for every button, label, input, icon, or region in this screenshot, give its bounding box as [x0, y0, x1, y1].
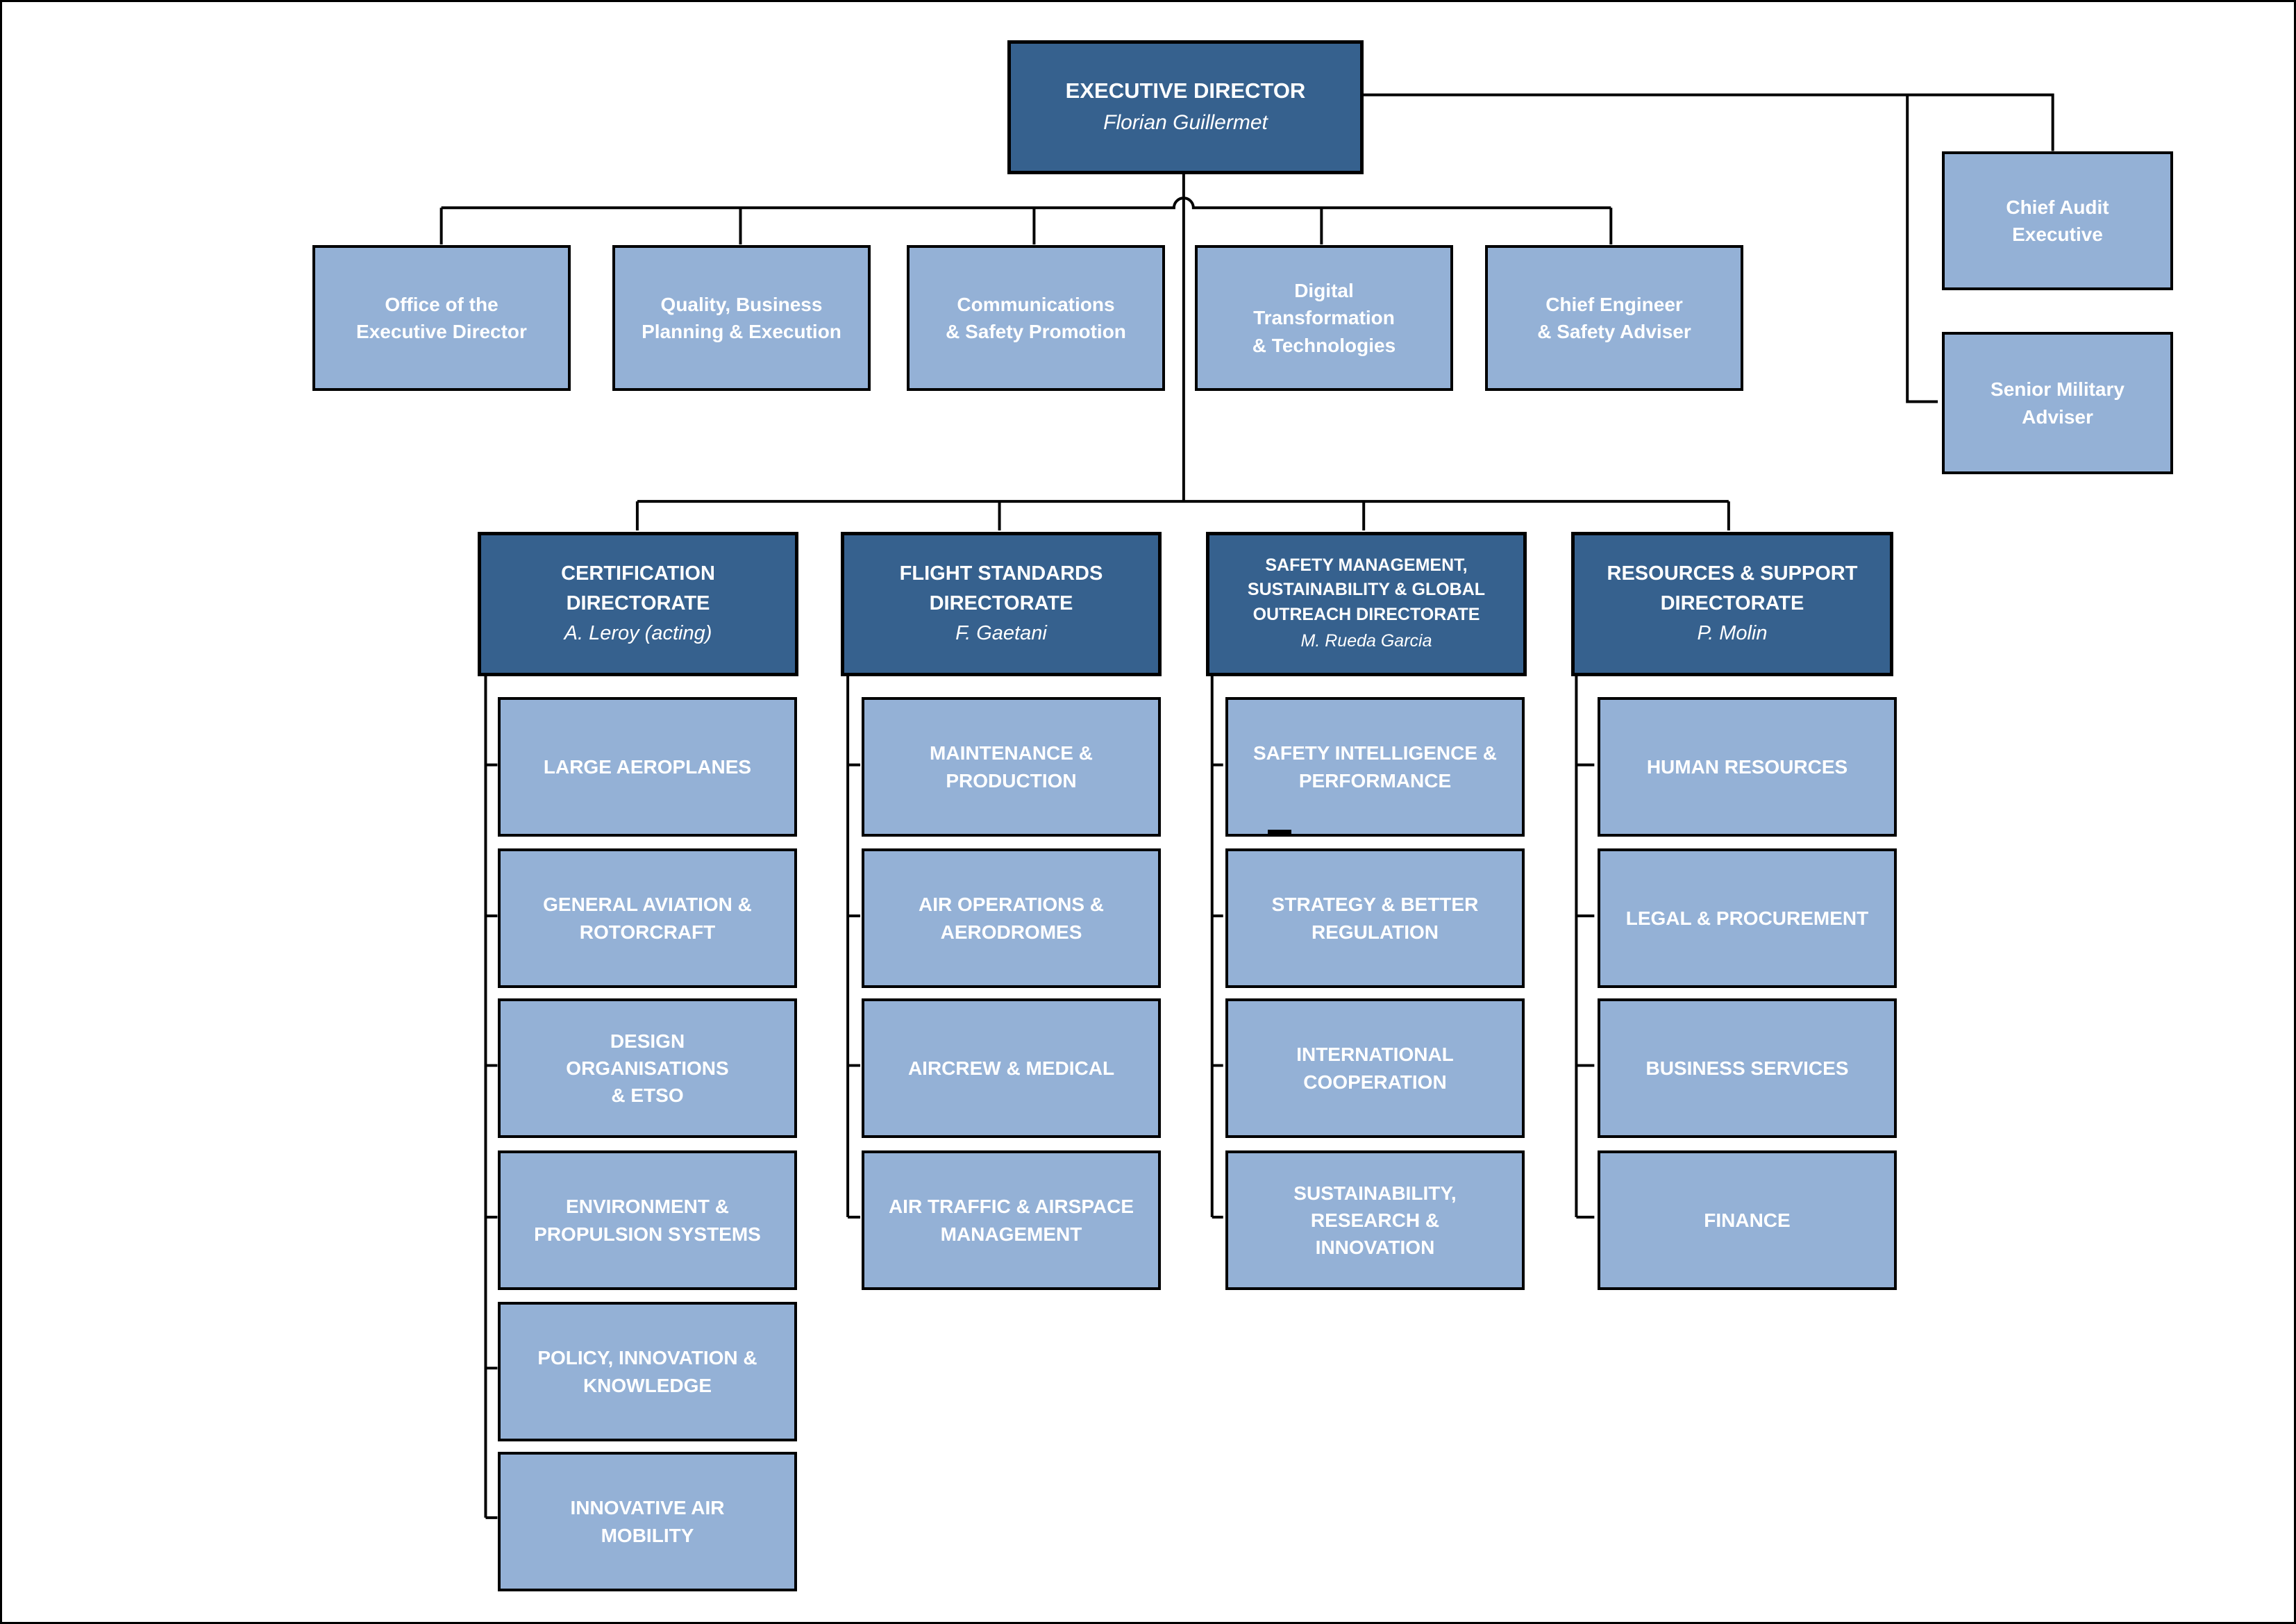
node-digital-transformation-technologies: Digital Transformation & Technologies — [1195, 245, 1453, 391]
node-unit-resources-support-directorate-2: BUSINESS SERVICES — [1598, 998, 1897, 1138]
node-unit-safety-management-sustainability-global-outreach-directorate-1: STRATEGY & BETTER REGULATION — [1225, 848, 1525, 988]
node-senior-military-adviser: Senior Military Adviser — [1942, 332, 2173, 474]
node-unit-certification-directorate-2: DESIGN ORGANISATIONS & ETSO — [498, 998, 797, 1138]
node-quality-business-planning-execution: Quality, Business Planning & Execution — [612, 245, 871, 391]
node-unit-certification-directorate-0: LARGE AEROPLANES — [498, 697, 797, 837]
node-unit-certification-directorate-5: INNOVATIVE AIR MOBILITY — [498, 1452, 797, 1591]
node-unit-flight-standards-directorate-0: MAINTENANCE & PRODUCTION — [862, 697, 1161, 837]
stray-mark — [1268, 830, 1291, 836]
node-safety-management-sustainability-global-outreach-directorate: SAFETY MANAGEMENT, SUSTAINABILITY & GLOB… — [1206, 532, 1527, 676]
node-unit-safety-management-sustainability-global-outreach-directorate-2: INTERNATIONAL COOPERATION — [1225, 998, 1525, 1138]
node-certification-directorate-head-name: A. Leroy (acting) — [564, 621, 712, 644]
node-chief-audit-executive: Chief Audit Executive — [1942, 151, 2173, 290]
node-flight-standards-directorate: FLIGHT STANDARDS DIRECTORATE F. Gaetani — [841, 532, 1162, 676]
node-safety-management-sustainability-global-outreach-directorate-head-name: M. Rueda Garcia — [1300, 631, 1432, 651]
node-resources-support-directorate-head-name: P. Molin — [1697, 621, 1768, 644]
node-resources-support-directorate-title: RESOURCES & SUPPORT DIRECTORATE — [1607, 562, 1858, 614]
node-unit-resources-support-directorate-1: LEGAL & PROCUREMENT — [1598, 848, 1897, 988]
node-executive-director-title: EXECUTIVE DIRECTOR — [1065, 78, 1306, 103]
node-certification-directorate: CERTIFICATION DIRECTORATE A. Leroy (actin… — [478, 532, 798, 676]
node-unit-flight-standards-directorate-2: AIRCREW & MEDICAL — [862, 998, 1161, 1138]
node-unit-flight-standards-directorate-3: AIR TRAFFIC & AIRSPACE MANAGEMENT — [862, 1150, 1161, 1290]
node-flight-standards-directorate-title: FLIGHT STANDARDS DIRECTORATE — [899, 562, 1103, 614]
node-unit-safety-management-sustainability-global-outreach-directorate-3: SUSTAINABILITY, RESEARCH & INNOVATION — [1225, 1150, 1525, 1290]
node-unit-resources-support-directorate-0: HUMAN RESOURCES — [1598, 697, 1897, 837]
node-office-of-the-executive-director: Office of the Executive Director — [312, 245, 571, 391]
node-executive-director: EXECUTIVE DIRECTOR Florian Guillermet — [1007, 40, 1364, 174]
node-unit-flight-standards-directorate-1: AIR OPERATIONS & AERODROMES — [862, 848, 1161, 988]
node-chief-engineer-safety-adviser: Chief Engineer & Safety Adviser — [1485, 245, 1743, 391]
node-safety-management-sustainability-global-outreach-directorate-title: SAFETY MANAGEMENT, SUSTAINABILITY & GLOB… — [1247, 555, 1486, 624]
node-executive-director-head-name: Florian Guillermet — [1103, 110, 1268, 134]
node-resources-support-directorate: RESOURCES & SUPPORT DIRECTORATE P. Molin — [1571, 532, 1893, 676]
node-flight-standards-directorate-head-name: F. Gaetani — [955, 621, 1047, 644]
node-unit-resources-support-directorate-3: FINANCE — [1598, 1150, 1897, 1290]
node-unit-certification-directorate-3: ENVIRONMENT & PROPULSION SYSTEMS — [498, 1150, 797, 1290]
connector-path — [439, 93, 2054, 1519]
node-unit-safety-management-sustainability-global-outreach-directorate-0: SAFETY INTELLIGENCE & PERFORMANCE — [1225, 697, 1525, 837]
node-unit-certification-directorate-1: GENERAL AVIATION & ROTORCRAFT — [498, 848, 797, 988]
node-unit-certification-directorate-4: POLICY, INNOVATION & KNOWLEDGE — [498, 1302, 797, 1441]
node-communications-safety-promotion: Communications & Safety Promotion — [907, 245, 1165, 391]
node-certification-directorate-title: CERTIFICATION DIRECTORATE — [561, 562, 715, 614]
